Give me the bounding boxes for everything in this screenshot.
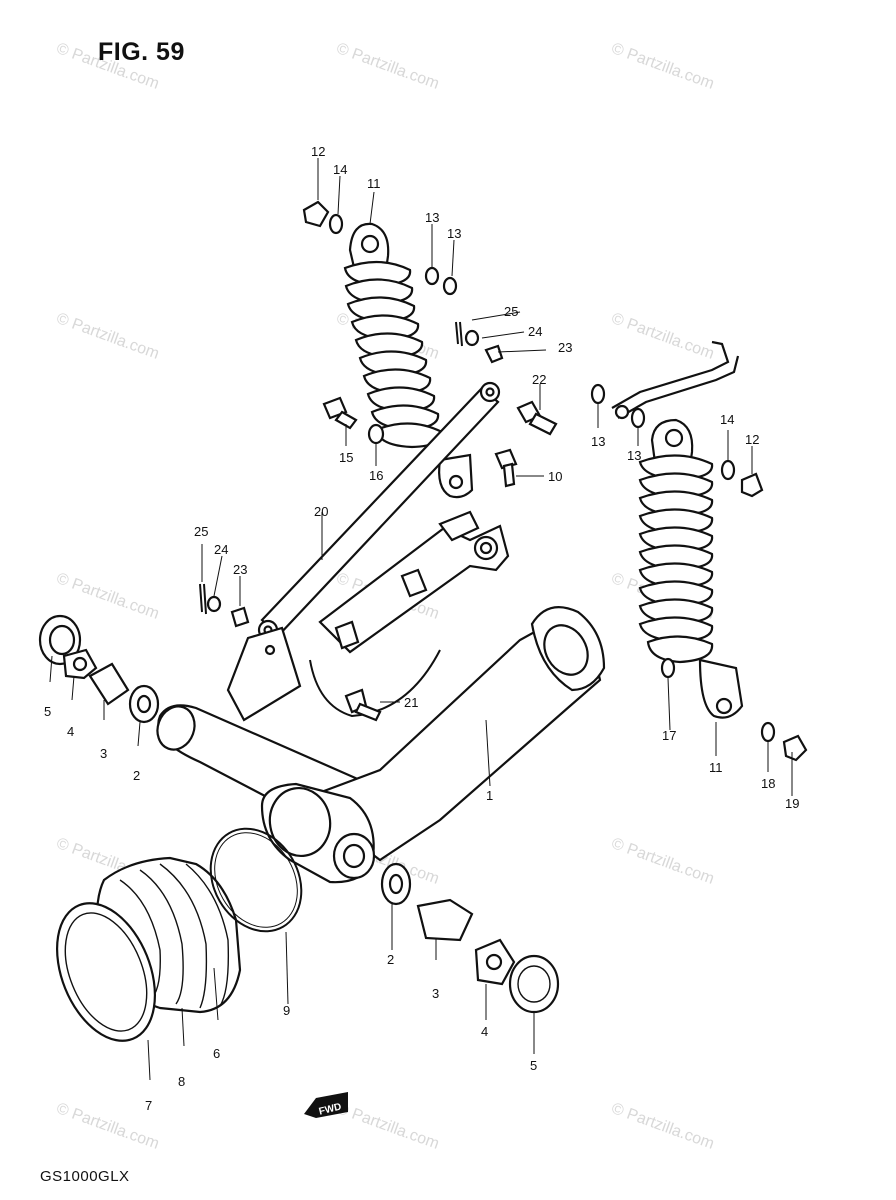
cotter-pin	[455, 321, 463, 347]
callout-4: 4	[481, 1024, 488, 1039]
callout-17: 17	[662, 728, 676, 743]
bolt	[322, 396, 358, 430]
nut-right	[474, 938, 516, 986]
callout-2: 2	[133, 768, 140, 783]
shock-upper-bracket	[611, 340, 740, 420]
callout-12: 12	[311, 144, 325, 159]
figure-label: FIG. 59	[98, 38, 185, 66]
swingarm-gusset-plate	[226, 626, 302, 722]
callout-11: 11	[367, 176, 381, 191]
callout-21: 21	[404, 695, 418, 710]
callout-22: 22	[532, 372, 546, 387]
callout-9: 9	[283, 1003, 290, 1018]
pivot-spacer-right	[416, 898, 474, 942]
callout-2: 2	[387, 952, 394, 967]
callout-3: 3	[432, 986, 439, 1001]
callout-25: 25	[504, 304, 518, 319]
nut-left	[62, 648, 98, 680]
callout-23: 23	[558, 340, 572, 355]
callout-24: 24	[528, 324, 542, 339]
cap-nut	[740, 472, 764, 498]
callout-11: 11	[709, 760, 723, 775]
callout-5: 5	[44, 704, 51, 719]
washer	[590, 383, 606, 405]
callout-3: 3	[100, 746, 107, 761]
washer	[464, 329, 480, 347]
callout-10: 10	[548, 469, 562, 484]
washer	[328, 213, 344, 235]
callout-15: 15	[339, 450, 353, 465]
washer	[206, 595, 222, 613]
washer	[630, 407, 646, 429]
callout-8: 8	[178, 1074, 185, 1089]
nut	[230, 606, 250, 628]
model-code: GS1000GLX	[40, 1168, 130, 1185]
callout-13: 13	[591, 434, 605, 449]
callout-labels: 12 14 11 13 13 25 24 23 22 15 16 10 13 1…	[44, 144, 799, 1113]
bolt	[494, 448, 518, 488]
cotter-pin	[199, 583, 207, 615]
cap-nut	[302, 200, 330, 228]
dust-seal-cap-left	[38, 614, 82, 666]
rear-shock-absorber-left[interactable]	[343, 222, 474, 499]
swingarm[interactable]	[152, 606, 606, 884]
bolt	[344, 688, 382, 722]
leader-lines	[49, 158, 793, 1081]
washer	[720, 459, 736, 481]
callout-18: 18	[761, 776, 775, 791]
callout-24: 24	[214, 542, 228, 557]
washer	[760, 721, 776, 743]
callout-1: 1	[486, 788, 493, 803]
pivot-bearing-left	[128, 684, 160, 724]
callout-25: 25	[194, 524, 208, 539]
nut	[484, 344, 504, 364]
callout-13: 13	[447, 226, 461, 241]
callout-20: 20	[314, 504, 328, 519]
washer	[424, 266, 440, 286]
pivot-spacer-left	[88, 662, 130, 706]
washer	[367, 423, 385, 445]
pivot-bearing-right	[380, 862, 412, 906]
callout-23: 23	[233, 562, 247, 577]
callout-14: 14	[720, 412, 734, 427]
o-ring-gasket	[209, 827, 303, 933]
callout-7: 7	[145, 1098, 152, 1113]
rear-shock-absorber-right[interactable]	[638, 418, 744, 719]
dust-seal-cap-right	[508, 954, 560, 1014]
callout-5: 5	[530, 1058, 537, 1073]
callout-16: 16	[369, 468, 383, 483]
bolt	[516, 400, 558, 436]
torque-link-bracket	[318, 510, 510, 654]
boot-clamp-ring	[55, 902, 157, 1042]
callout-12: 12	[745, 432, 759, 447]
callout-13: 13	[627, 448, 641, 463]
callout-4: 4	[67, 724, 74, 739]
fwd-label: FWD	[318, 1101, 343, 1117]
callout-13: 13	[425, 210, 439, 225]
cap-nut	[782, 734, 808, 762]
callout-19: 19	[785, 796, 799, 811]
callout-14: 14	[333, 162, 347, 177]
washer	[660, 657, 676, 679]
washer	[442, 276, 458, 296]
forward-arrow-icon: FWD	[304, 1092, 348, 1118]
callout-6: 6	[213, 1046, 220, 1061]
